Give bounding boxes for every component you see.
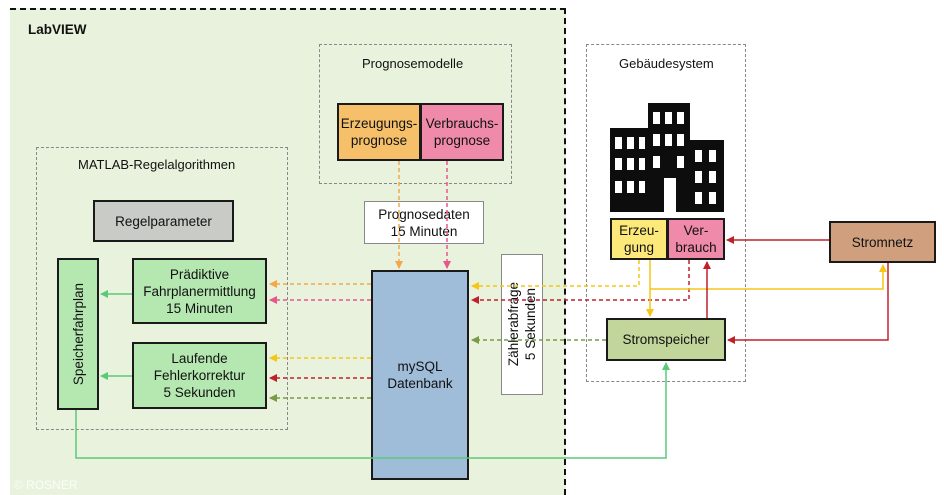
erzeugungsprognose-box: Erzeugungs- prognose [337,103,421,161]
zaehlerabfrage-box: Zählerabfrage 5 Sekunden [501,254,543,395]
speicherfahrplan-box: Speicherfahrplan [57,258,99,410]
prognosedaten-box: Prognosedaten 15 Minuten [364,201,484,244]
stromnetz-box: Stromnetz [829,221,936,263]
copyright-text: © ROSNER [14,478,78,492]
gebaeude-erzeugung-box: Erzeu- gung [610,218,668,260]
mysql-datenbank-box: mySQL Datenbank [371,270,469,480]
praediktive-fahrplanermittlung-box: Prädiktive Fahrplanermittlung 15 Minuten [132,258,267,324]
regelparameter-box: Regelparameter [93,200,234,242]
speicherfahrplan-label: Speicherfahrplan [70,282,86,386]
verbrauchsprognose-box: Verbrauchs- prognose [420,103,504,161]
gebaeudesystem-title: Gebäudesystem [619,56,714,71]
zaehlerabfrage-label: Zählerabfrage 5 Sekunden [506,282,538,367]
laufende-fehlerkorrektur-box: Laufende Fehlerkorrektur 5 Sekunden [132,342,267,409]
gebaeude-verbrauch-box: Ver- brauch [667,218,725,260]
prognosemodelle-group [319,44,512,184]
prognosemodelle-title: Prognosemodelle [362,56,464,71]
matlab-title: MATLAB-Regelalgorithmen [78,157,236,172]
labview-title: LabVIEW [28,22,87,37]
stromspeicher-box: Stromspeicher [606,318,726,361]
